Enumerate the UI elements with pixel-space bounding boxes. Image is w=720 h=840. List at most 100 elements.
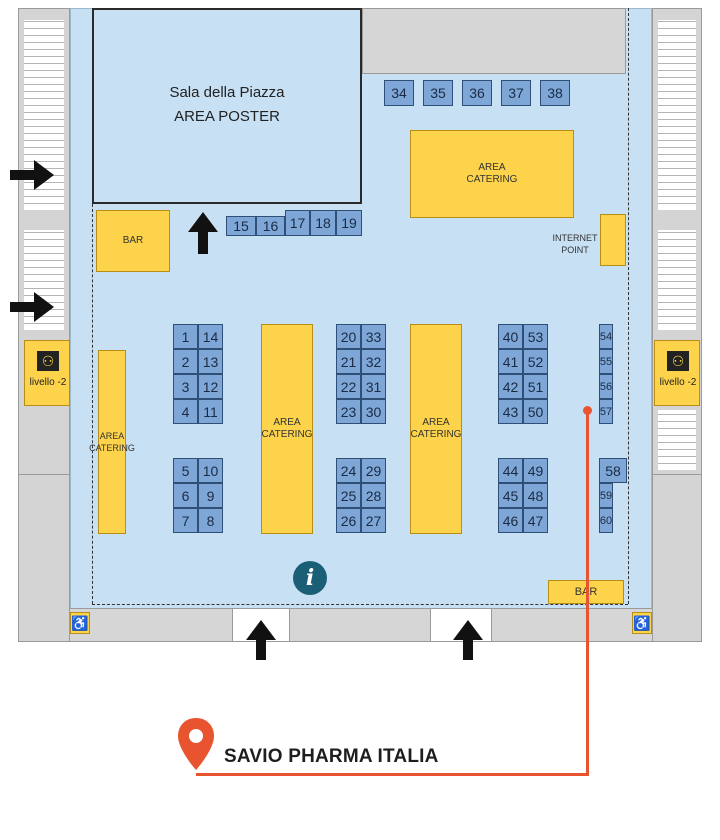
booth-25[interactable]: 25 [336,483,361,508]
booth-26[interactable]: 26 [336,508,361,533]
booth-4[interactable]: 4 [173,399,198,424]
booth-40[interactable]: 40 [498,324,523,349]
booth-14[interactable]: 14 [198,324,223,349]
booth-51[interactable]: 51 [523,374,548,399]
booth-44[interactable]: 44 [498,458,523,483]
booth-43[interactable]: 43 [498,399,523,424]
booth-11[interactable]: 11 [198,399,223,424]
right-stair-lines [658,20,696,210]
booth-58[interactable]: 58 [599,458,627,483]
booth-6[interactable]: 6 [173,483,198,508]
booth-12[interactable]: 12 [198,374,223,399]
internet-point-label: INTERNET POINT [552,233,598,255]
booth-2[interactable]: 2 [173,349,198,374]
area-catering-top[interactable]: AREA CATERING [410,130,574,218]
booth-29[interactable]: 29 [361,458,386,483]
booth-54[interactable]: 54 [599,324,613,349]
booth-35[interactable]: 35 [423,80,453,106]
booth-32[interactable]: 32 [361,349,386,374]
entrance-arrow-icon-bottom-left [246,620,276,660]
area-catering-top-l1: AREA [478,162,506,173]
booth-53[interactable]: 53 [523,324,548,349]
lift-right[interactable]: ⚇ livello -2 [654,340,700,406]
booth-8[interactable]: 8 [198,508,223,533]
sala-della-piazza[interactable]: Sala della Piazza AREA POSTER [92,8,362,204]
lift-left-label: livello -2 [29,377,67,388]
restroom-icon-left: ⚇ [37,351,59,371]
info-icon[interactable]: i [293,561,327,595]
booth-3[interactable]: 3 [173,374,198,399]
sala-title: Sala della Piazza [169,84,285,101]
booth-56[interactable]: 56 [599,374,613,399]
booth-30[interactable]: 30 [361,399,386,424]
booth-21[interactable]: 21 [336,349,361,374]
booth-9[interactable]: 9 [198,483,223,508]
accessible-icon-left: ♿ [70,612,90,634]
booth-15[interactable]: 15 [226,216,256,236]
restroom-icon-right: ⚇ [667,351,689,371]
booth-23[interactable]: 23 [336,399,361,424]
bottom-left-block [18,474,70,642]
booth-37[interactable]: 37 [501,80,531,106]
internet-point[interactable] [600,214,626,266]
booth-28[interactable]: 28 [361,483,386,508]
booth-13[interactable]: 13 [198,349,223,374]
booth-18[interactable]: 18 [310,210,336,236]
booth-45[interactable]: 45 [498,483,523,508]
booth-42[interactable]: 42 [498,374,523,399]
bar-left-label: BAR [122,235,144,246]
booth-19[interactable]: 19 [336,210,362,236]
booth-36[interactable]: 36 [462,80,492,106]
booth-47[interactable]: 47 [523,508,548,533]
booth-55[interactable]: 55 [599,349,613,374]
booth-50[interactable]: 50 [523,399,548,424]
booth-22[interactable]: 22 [336,374,361,399]
area-catering-middle-1[interactable]: AREA CATERING [261,324,313,534]
booth-7[interactable]: 7 [173,508,198,533]
booth-17[interactable]: 17 [285,210,310,236]
booth-57[interactable]: 57 [599,399,613,424]
booth-10[interactable]: 10 [198,458,223,483]
booth-16[interactable]: 16 [256,216,285,236]
top-right-gray-area [362,8,626,74]
marker-dot [583,406,592,415]
exhibitor-name: SAVIO PHARMA ITALIA [224,746,439,767]
info-symbol: i [305,565,315,591]
booth-38[interactable]: 38 [540,80,570,106]
sala-subtitle: AREA POSTER [174,108,280,125]
guide-line-right [628,8,629,604]
guide-line-left [92,204,93,604]
booth-33[interactable]: 33 [361,324,386,349]
booth-20[interactable]: 20 [336,324,361,349]
marker-line-vertical [586,412,589,776]
booth-49[interactable]: 49 [523,458,548,483]
right-stair-lines-2 [658,230,696,330]
accessible-icon-right: ♿ [632,612,652,634]
bar-left[interactable]: BAR [96,210,170,272]
entrance-arrow-icon-bottom-right [453,620,483,660]
lift-left[interactable]: ⚇ livello -2 [24,340,70,406]
booth-1[interactable]: 1 [173,324,198,349]
area-catering-middle-2[interactable]: AREA CATERING [410,324,462,534]
booth-34[interactable]: 34 [384,80,414,106]
booth-24[interactable]: 24 [336,458,361,483]
guide-line-bottom [92,604,628,605]
lift-right-label: livello -2 [659,377,697,388]
right-stair-lines-3 [658,410,696,470]
booth-5[interactable]: 5 [173,458,198,483]
booth-59[interactable]: 59 [599,483,613,508]
booth-48[interactable]: 48 [523,483,548,508]
booth-27[interactable]: 27 [361,508,386,533]
bottom-corridor [18,608,702,642]
entrance-arrow-icon-left-top [10,160,54,190]
marker-line-horizontal [196,773,589,776]
bottom-right-block [652,474,702,642]
area-catering-top-l2: CATERING [466,174,518,185]
booth-31[interactable]: 31 [361,374,386,399]
booth-41[interactable]: 41 [498,349,523,374]
booth-60[interactable]: 60 [599,508,613,533]
booth-52[interactable]: 52 [523,349,548,374]
entrance-arrow-icon-left-bottom [10,292,54,322]
area-catering-left[interactable]: AREA CATERING [89,350,135,534]
booth-46[interactable]: 46 [498,508,523,533]
